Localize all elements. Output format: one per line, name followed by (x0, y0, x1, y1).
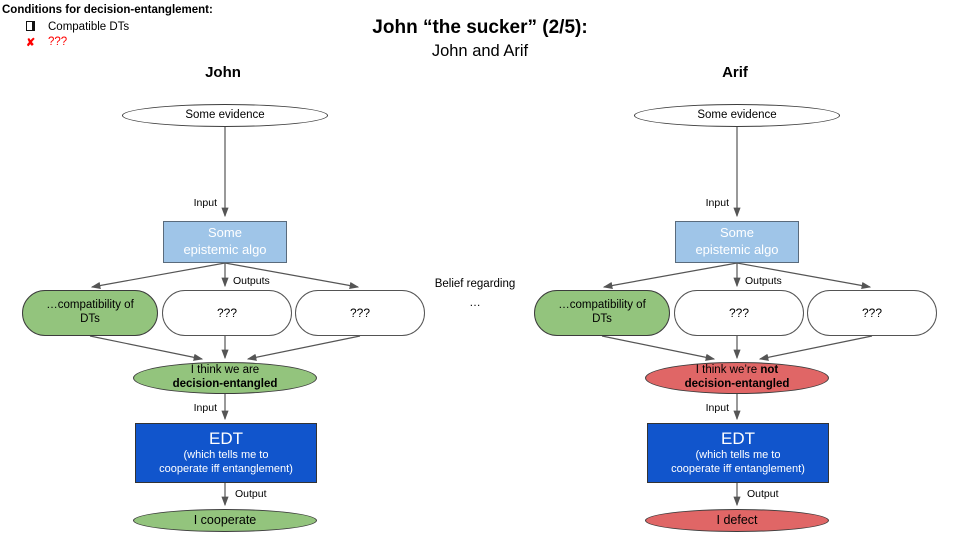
edge-label-output: Output (747, 488, 779, 500)
arrow-algo-to-out1 (602, 262, 738, 290)
belief-regarding-note-line1: Belief regarding (434, 278, 516, 290)
arrow-algo-to-out3 (224, 262, 360, 290)
node-belief-entangled: I think we are decision-entangled (133, 362, 317, 394)
node-some-evidence: Some evidence (122, 104, 328, 127)
cross-icon: ✘ (26, 36, 36, 49)
node-edt: EDT (which tells me to cooperate iff ent… (135, 423, 317, 483)
slide-title: John “the sucker” (2/5): John and Arif (0, 17, 960, 61)
flowchart-arif: Arif Some evidence Input Some epistemic … (534, 60, 937, 540)
flowchart-arrows (89, 127, 361, 507)
legend-item-label: Compatible DTs (48, 20, 130, 33)
edge-label-input: Input (193, 197, 217, 209)
legend-item-label: ??? (48, 35, 68, 48)
column-header-arif: Arif (722, 64, 748, 81)
arrow-out3-to-belief (246, 335, 361, 361)
belief-regarding-note: Belief regarding … (404, 278, 546, 309)
node-result-defect: I defect (645, 509, 829, 532)
node-some-evidence: Some evidence (634, 104, 840, 127)
flowchart-john: John Some evidence Input Some epistemic … (22, 60, 425, 540)
column-header-john: John (205, 64, 241, 81)
arrow-out1-to-belief (601, 335, 716, 361)
flowchart-arrows (601, 127, 873, 507)
node-unknown-output-1: ??? (674, 290, 804, 336)
edge-label-output: Output (235, 488, 267, 500)
node-unknown-output-1: ??? (162, 290, 292, 336)
legend-title: Conditions for decision-entanglement: (2, 4, 213, 16)
legend-item-unknown: ✘ ??? (2, 34, 302, 49)
node-edt: EDT (which tells me to cooperate iff ent… (647, 423, 829, 483)
node-compatibility-of-dts: …compatibility of DTs (534, 290, 670, 336)
belief-regarding-note-line2: … (469, 297, 481, 309)
checkbox-icon (26, 20, 35, 31)
node-compatibility-of-dts: …compatibility of DTs (22, 290, 158, 336)
legend-item-compatible-dts: Compatible DTs (2, 19, 302, 34)
node-epistemic-algo: Some epistemic algo (163, 221, 287, 263)
node-unknown-output-2: ??? (807, 290, 937, 336)
arrow-out3-to-belief (758, 335, 873, 361)
slide-title-line1: John “the sucker” (2/5): (372, 17, 588, 38)
edge-label-input: Input (705, 402, 729, 414)
edge-label-outputs: Outputs (745, 275, 782, 287)
slide-title-line2: John and Arif (431, 42, 529, 60)
arrow-algo-to-out1 (90, 262, 226, 290)
legend: Conditions for decision-entanglement: Co… (2, 4, 302, 49)
arrow-out1-to-belief (89, 335, 204, 361)
edge-label-input: Input (705, 197, 729, 209)
arrow-algo-to-out3 (736, 262, 872, 290)
node-epistemic-algo: Some epistemic algo (675, 221, 799, 263)
edge-label-outputs: Outputs (233, 275, 270, 287)
edge-label-input: Input (193, 402, 217, 414)
node-unknown-output-2: ??? (295, 290, 425, 336)
node-belief-not-entangled: I think we’re not decision-entangled (645, 362, 829, 394)
node-result-cooperate: I cooperate (133, 509, 317, 532)
